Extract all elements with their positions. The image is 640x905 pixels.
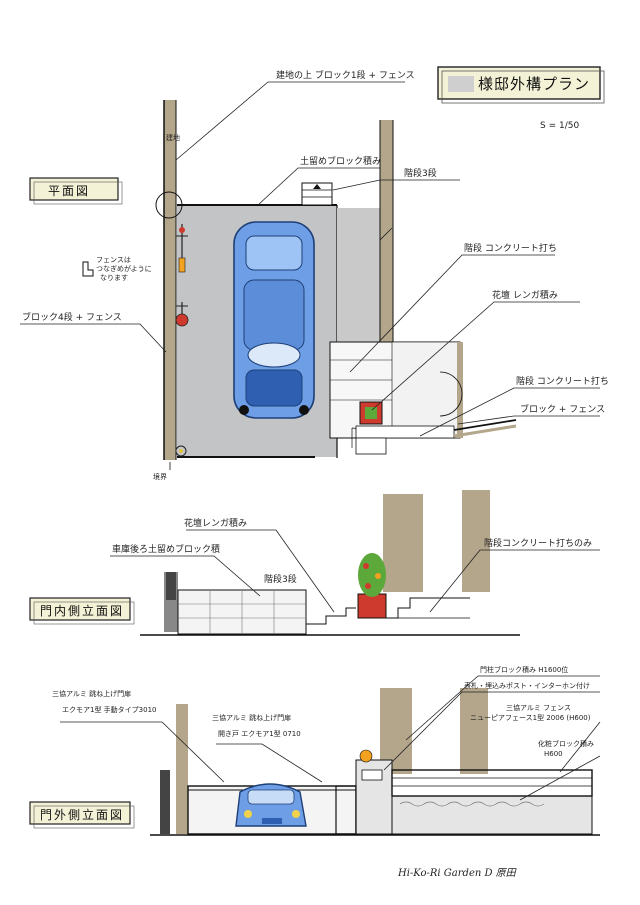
scale-label: S = 1/50 xyxy=(540,121,579,131)
gate-a-label-1: 三協アルミ 跳ね上げ門扉 xyxy=(52,689,131,698)
boundary-wall xyxy=(164,100,176,460)
car-front xyxy=(235,783,307,827)
flowerbed-brick xyxy=(357,593,387,619)
inner-pillar-left xyxy=(383,494,423,592)
bicycle-icon xyxy=(176,224,188,273)
front-fence-plan xyxy=(453,419,517,431)
top-steps xyxy=(301,182,333,206)
step-concrete-label: 階段 コンクリート打ち xyxy=(464,242,557,254)
deco-block-label-2: H600 xyxy=(544,750,563,758)
svg-text:なります: なります xyxy=(100,274,128,282)
gate-b-label-2: 開き戸 エクモア1型 0710 xyxy=(218,729,301,738)
side-path xyxy=(337,208,380,342)
section-tag-outer: 門外側立面図 xyxy=(29,801,135,829)
outer-elevation: 三協アルミ 跳ね上げ門扉 エクモア1型 手動タイプ3010 三協アルミ 跳ね上げ… xyxy=(52,665,601,836)
mailbox-icon xyxy=(361,769,383,781)
site-wall-label: 建地 xyxy=(166,133,180,142)
designer-signature: Hi-Ko-Ri Garden D 原田 xyxy=(397,868,517,879)
section-tag-plan: 平面図 xyxy=(29,177,123,205)
inner-elevation-label: 門内側立面図 xyxy=(40,603,124,618)
light-icon xyxy=(359,749,373,763)
outer-pillar-right xyxy=(460,688,488,774)
steps3-label: 階段3段 xyxy=(404,167,437,179)
inner-elevation: 花壇レンガ積み 車庫後ろ土留めブロック積 階段3段 階段コンクリート打ちのみ xyxy=(110,490,600,636)
boundary-label: 境界 xyxy=(153,472,167,481)
name-redaction xyxy=(448,76,474,92)
plan-view-label: 平面図 xyxy=(48,184,90,198)
outer-elevation-label: 門外側立面図 xyxy=(40,807,124,822)
plant xyxy=(358,553,386,597)
gate-b-label-1: 三協アルミ 跳ね上げ門扉 xyxy=(212,713,291,722)
plan-view: 建地 xyxy=(20,69,609,481)
svg-text:フェンスは: フェンスは xyxy=(96,256,131,264)
plan-title: 様邸外構プラン xyxy=(478,75,590,93)
fence-label-2: ニューピアフェース1型 2006 (H600) xyxy=(470,713,591,722)
post-label: 表札・埋込みポスト・インターホン付け xyxy=(464,681,590,690)
fence-label-1: 三協アルミ フェンス xyxy=(506,703,571,712)
garage-retaining-label: 車庫後ろ土留めブロック積 xyxy=(112,543,220,555)
pillar-label: 門柱ブロック積み H1600位 xyxy=(480,665,568,674)
title-block: 様邸外構プラン S = 1/50 xyxy=(437,66,605,131)
step-concrete-label-2: 階段 コンクリート打ち xyxy=(516,375,609,387)
fence-joint-icon xyxy=(82,261,94,277)
section-tag-inner: 門内側立面図 xyxy=(29,597,135,625)
block-fence-top-label: 建地の上 ブロック1段 + フェンス xyxy=(276,69,415,81)
inner-step-concrete-label: 階段コンクリート打ちのみ xyxy=(484,537,592,549)
block-fence-label: ブロック + フェンス xyxy=(520,403,605,415)
deco-block-label-1: 化粧ブロック積み xyxy=(538,739,594,748)
aluminum-fence xyxy=(391,769,593,797)
house-wall xyxy=(380,120,393,342)
block4-fence-label: ブロック4段 + フェンス xyxy=(22,311,122,323)
decorative-block-wall xyxy=(391,795,593,835)
outer-pillar-left xyxy=(176,704,188,834)
inner-pillar-right xyxy=(462,490,490,592)
car-plan xyxy=(233,221,315,419)
drain-icon xyxy=(175,445,187,457)
flowerbed-label: 花壇 レンガ積み xyxy=(492,289,558,301)
gate-a-label-2: エクモア1型 手動タイプ3010 xyxy=(62,705,157,714)
inner-flowerbed-label: 花壇レンガ積み xyxy=(184,517,247,529)
inner-steps3-label: 階段3段 xyxy=(264,573,297,585)
svg-text:つなぎめがように: つなぎめがように xyxy=(96,264,152,273)
title-box-shadow xyxy=(441,70,605,104)
motorbike-icon xyxy=(175,302,189,327)
retaining-block-label: 土留めブロック積み xyxy=(300,155,381,167)
